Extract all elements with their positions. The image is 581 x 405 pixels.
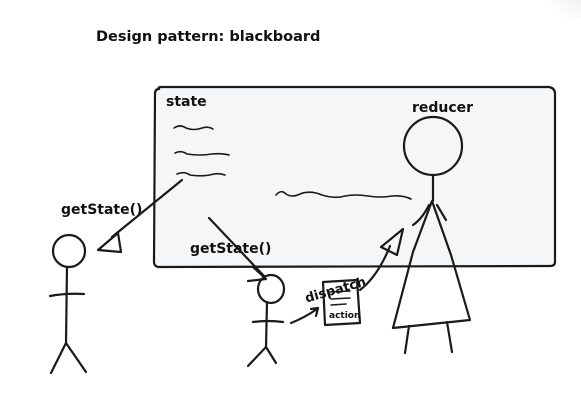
action-note-line-3 <box>330 303 347 306</box>
middle-getstate-arrow: getState() <box>190 216 271 283</box>
left-arrow-head <box>96 231 123 254</box>
middle-arrow-shaft <box>207 216 266 278</box>
middle-figure-head <box>256 273 286 305</box>
dispatch-hand-arrow <box>289 306 320 325</box>
reducer-right-arm <box>435 203 448 222</box>
left-stick-figure: getState() <box>48 202 142 375</box>
diagram-title: Design pattern: blackboard <box>96 29 320 45</box>
left-figure-body <box>64 265 69 345</box>
middle-figure-body <box>264 300 269 349</box>
reducer-right-leg <box>445 320 454 354</box>
left-figure-head <box>51 233 87 269</box>
action-note-line-2 <box>330 297 351 300</box>
state-scribble-3 <box>176 171 226 177</box>
middle-figure-legs <box>246 345 278 368</box>
blackboard-fill <box>154 87 555 267</box>
action-note <box>321 278 362 327</box>
state-scribble-1 <box>173 125 214 131</box>
corner-shadow <box>551 0 581 18</box>
middle-arrow-head <box>246 265 268 283</box>
reducer-dress <box>391 199 472 330</box>
reducer-label: reducer <box>412 100 473 116</box>
blackboard-border <box>152 85 557 269</box>
reducer-write-scribble <box>275 190 412 200</box>
action-to-reducer-arrowhead <box>379 227 405 257</box>
action-label: action <box>329 311 360 321</box>
state-scribble-2 <box>174 150 230 156</box>
middle-figure-arms <box>251 319 285 324</box>
reducer-figure: reducer <box>391 100 473 355</box>
left-arrow-shaft <box>110 178 184 239</box>
middle-getstate-label: getState() <box>190 241 271 257</box>
left-getstate-arrow <box>96 178 184 254</box>
left-figure-arms <box>48 292 86 298</box>
reducer-left-arm <box>411 203 431 227</box>
reducer-left-leg <box>403 324 411 355</box>
action-note-line-1 <box>329 290 351 293</box>
left-figure-legs <box>49 341 88 375</box>
blackboard: state <box>152 85 557 269</box>
left-getstate-label: getState() <box>61 202 142 218</box>
state-label: state <box>166 94 207 110</box>
middle-stick-figure <box>246 273 286 368</box>
